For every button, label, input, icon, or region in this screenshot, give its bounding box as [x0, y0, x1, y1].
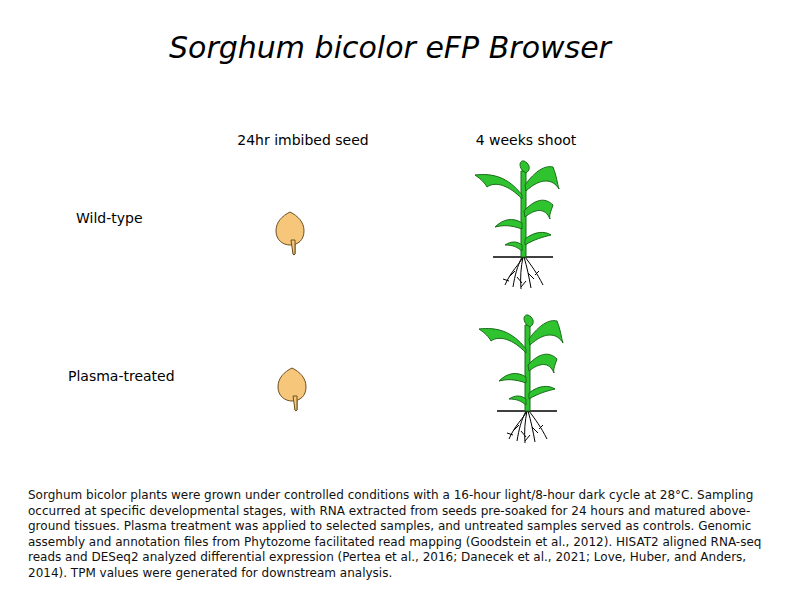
- seed-icon: [278, 368, 306, 411]
- plant-icon: [479, 315, 563, 443]
- row-label: Plasma-treated: [68, 368, 175, 384]
- plant-icon: [475, 161, 559, 289]
- row-label: Wild-type: [76, 210, 143, 226]
- column-header: 24hr imbibed seed: [237, 132, 368, 148]
- caption-text: Sorghum bicolor plants were grown under …: [28, 488, 773, 581]
- column-header: 4 weeks shoot: [476, 132, 577, 148]
- diagram-title: Sorghum bicolor eFP Browser: [169, 30, 611, 65]
- seed-icon: [276, 212, 304, 255]
